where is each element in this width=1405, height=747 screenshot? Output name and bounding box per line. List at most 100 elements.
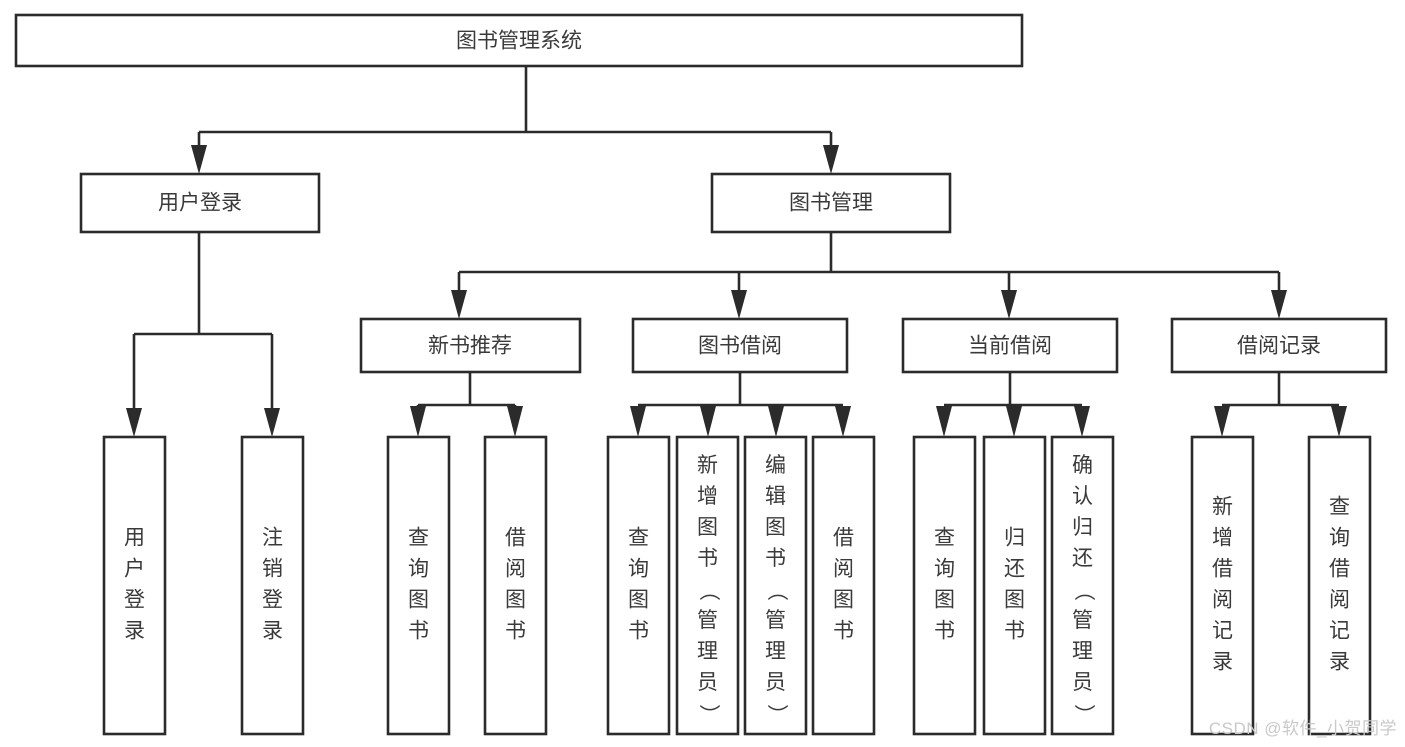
svg-text:借: 借 <box>833 527 854 550</box>
arrow-query-book-2-icon <box>630 406 646 437</box>
node-edit-book-admin-box[interactable] <box>743 435 808 736</box>
svg-text:图: 图 <box>1004 589 1025 612</box>
svg-text:理: 理 <box>697 640 718 663</box>
node-book-borrow-box[interactable] <box>631 317 849 374</box>
svg-text:增: 增 <box>697 485 718 508</box>
node-borrow-records[interactable]: 借阅记录 <box>1170 317 1388 374</box>
svg-text:辑: 辑 <box>765 485 786 508</box>
node-user-login-box[interactable] <box>79 172 321 234</box>
svg-text:图: 图 <box>765 516 786 539</box>
svg-text:图: 图 <box>697 516 718 539</box>
node-add-book-admin-box[interactable] <box>675 435 740 736</box>
arrow-borrow-book-2-icon <box>835 406 851 437</box>
node-borrow-records-box[interactable] <box>1170 317 1388 374</box>
arrow-user-logout-icon <box>264 408 280 437</box>
svg-text:）: ） <box>1072 704 1095 725</box>
node-new-book-recommend-box[interactable] <box>359 317 582 374</box>
svg-text:户: 户 <box>124 558 145 581</box>
node-book-management-label: 图书管理 <box>789 192 873 215</box>
node-current-borrow-label: 当前借阅 <box>968 335 1052 358</box>
svg-text:员: 员 <box>697 671 718 694</box>
arrow-confirm-return-admin-icon <box>1074 406 1090 437</box>
node-query-book-1-box[interactable] <box>386 435 451 736</box>
node-add-borrow-record[interactable] <box>1190 435 1255 736</box>
svg-text:书: 书 <box>697 547 718 570</box>
node-new-book-recommend[interactable]: 新书推荐 <box>359 317 582 374</box>
node-query-book-1[interactable] <box>386 435 451 736</box>
arrow-user-login-do-icon <box>126 408 142 437</box>
node-root[interactable]: 图书管理系统 <box>14 13 1024 68</box>
node-book-management-box[interactable] <box>710 172 952 234</box>
svg-text:书: 书 <box>833 620 854 643</box>
svg-text:图: 图 <box>833 589 854 612</box>
node-query-book-3[interactable] <box>912 435 977 736</box>
svg-text:询: 询 <box>408 558 429 581</box>
node-edit-book-admin[interactable] <box>743 435 808 736</box>
svg-text:）: ） <box>697 704 720 725</box>
svg-text:录: 录 <box>1329 651 1350 674</box>
node-user-login-do[interactable] <box>102 435 167 736</box>
node-borrow-book-1[interactable] <box>483 435 548 736</box>
svg-text:阅: 阅 <box>1329 589 1350 612</box>
node-user-login-label: 用户登录 <box>158 192 242 215</box>
svg-text:新: 新 <box>697 454 718 477</box>
node-current-borrow[interactable]: 当前借阅 <box>901 317 1119 374</box>
node-query-book-2[interactable] <box>606 435 671 736</box>
edge-layer <box>126 66 1347 437</box>
node-query-book-3-box[interactable] <box>912 435 977 736</box>
svg-text:书: 书 <box>765 547 786 570</box>
node-borrow-book-1-box[interactable] <box>483 435 548 736</box>
arrow-new-book-recommend-icon <box>451 290 467 319</box>
node-user-login[interactable]: 用户登录 <box>79 172 321 234</box>
node-root-box[interactable] <box>14 13 1024 68</box>
node-add-borrow-record-box[interactable] <box>1190 435 1255 736</box>
svg-text:归: 归 <box>1072 516 1093 539</box>
svg-text:管: 管 <box>1072 609 1093 632</box>
node-query-borrow-record-box[interactable] <box>1307 435 1372 736</box>
svg-text:阅: 阅 <box>505 558 526 581</box>
svg-text:增: 增 <box>1212 527 1233 550</box>
svg-text:（: （ <box>1072 580 1095 601</box>
node-query-borrow-record[interactable] <box>1307 435 1372 736</box>
node-book-borrow-label: 图书借阅 <box>698 335 782 358</box>
node-user-login-do-box[interactable] <box>102 435 167 736</box>
node-confirm-return-admin[interactable] <box>1050 435 1115 736</box>
svg-text:查: 查 <box>628 527 649 550</box>
svg-text:管: 管 <box>697 609 718 632</box>
node-book-borrow[interactable]: 图书借阅 <box>631 317 849 374</box>
svg-text:编: 编 <box>765 454 786 477</box>
node-user-logout-box[interactable] <box>240 435 305 736</box>
node-book-management[interactable]: 图书管理 <box>710 172 952 234</box>
arrow-book-borrow-icon <box>731 290 747 319</box>
node-new-book-recommend-label: 新书推荐 <box>428 335 512 358</box>
svg-text:（: （ <box>697 580 720 601</box>
svg-text:询: 询 <box>1329 527 1350 550</box>
svg-text:新: 新 <box>1212 496 1233 519</box>
node-confirm-return-admin-box[interactable] <box>1050 435 1115 736</box>
svg-text:借: 借 <box>505 527 526 550</box>
node-current-borrow-box[interactable] <box>901 317 1119 374</box>
svg-text:注: 注 <box>262 527 283 550</box>
svg-text:还: 还 <box>1072 547 1093 570</box>
node-query-book-2-box[interactable] <box>606 435 671 736</box>
svg-text:记: 记 <box>1329 620 1350 643</box>
svg-text:理: 理 <box>1072 640 1093 663</box>
svg-text:借: 借 <box>1329 558 1350 581</box>
arrow-return-book-icon <box>1006 406 1022 437</box>
svg-text:销: 销 <box>262 558 283 581</box>
svg-text:登: 登 <box>262 589 283 612</box>
svg-text:图: 图 <box>628 589 649 612</box>
node-return-book[interactable] <box>982 435 1047 736</box>
node-borrow-book-2-box[interactable] <box>811 435 876 736</box>
node-borrow-book-2[interactable] <box>811 435 876 736</box>
svg-text:录: 录 <box>1212 651 1233 674</box>
node-return-book-box[interactable] <box>982 435 1047 736</box>
arrow-query-book-3-icon <box>936 406 952 437</box>
node-add-book-admin[interactable] <box>675 435 740 736</box>
node-user-logout[interactable] <box>240 435 305 736</box>
arrow-query-borrow-record-icon <box>1331 406 1347 437</box>
